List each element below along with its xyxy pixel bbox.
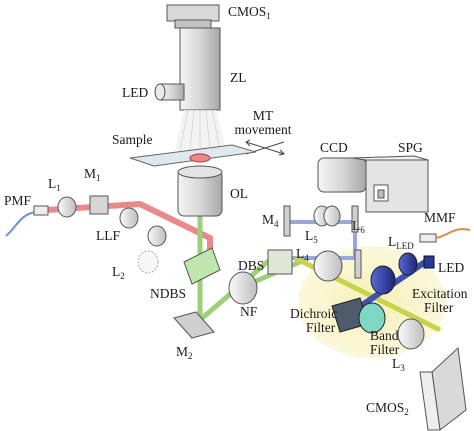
lens-l1 (57, 196, 77, 218)
lens-l2-removable (137, 250, 159, 274)
cmos1-label: CMOS1 (228, 4, 271, 21)
beamsplitter-ndbs (183, 247, 221, 285)
l2-label: L2 (112, 264, 125, 281)
illumination-cone (175, 110, 226, 150)
llf-label: LLF (96, 228, 120, 243)
sample-spot (189, 153, 211, 163)
ndbs-label: NDBS (150, 286, 186, 301)
excitation-filter (370, 265, 396, 295)
excitation-filter-label-1: Excitation (412, 286, 468, 301)
band-filter-label-1: Band (370, 328, 399, 343)
lled-label: LLED (388, 234, 414, 251)
led-top-lens (154, 83, 166, 101)
cmos1-camera-body (174, 19, 212, 29)
laser-line-filter-llf (119, 207, 139, 229)
lens-lled (398, 252, 418, 276)
band-filter-label-2: Filter (370, 342, 400, 357)
l6-label: L6 (352, 218, 365, 235)
mirror-m4 (283, 205, 291, 237)
lens-l6-holder (351, 205, 359, 233)
dichroic-filter-label-1: Dichroic (290, 306, 337, 321)
band-filter (358, 302, 386, 334)
spg-label: SPG (398, 140, 423, 155)
objective-lens-top (177, 165, 223, 179)
lens-l1b (147, 225, 167, 247)
pmf-label: PMF (4, 193, 32, 208)
lens-l3 (397, 318, 425, 350)
mmf-connector (419, 233, 437, 243)
cmos2-camera-face (419, 371, 441, 431)
mirror-m2 (173, 311, 215, 339)
mirror-m1 (89, 195, 109, 215)
excitation-filter-label-2: Filter (424, 300, 454, 315)
lens-l4 (313, 250, 343, 282)
zoom-lens-zl (179, 27, 221, 111)
m4-label: M4 (262, 212, 279, 229)
mmf-fiber (435, 228, 471, 239)
l1-label: L1 (48, 176, 61, 193)
dichroic-filter-label-2: Filter (306, 320, 336, 335)
sample-label: Sample (112, 132, 153, 147)
l3-label: L3 (392, 356, 405, 373)
cmos1-camera (166, 4, 220, 22)
l4-label: L4 (296, 246, 309, 263)
notch-filter-nf (228, 271, 258, 305)
spectrograph-slit-inner (377, 189, 385, 199)
led-right-label: LED (438, 260, 464, 275)
l5-label: L5 (305, 228, 318, 245)
dbs-label: DBS (238, 258, 264, 273)
mt-label: MT (253, 108, 274, 123)
m1-label: M1 (84, 166, 101, 183)
ccd-label: CCD (320, 140, 348, 155)
ccd-camera (317, 157, 367, 193)
spectrograph-top (351, 155, 429, 161)
led-right-source (423, 255, 435, 269)
pmf-fiber (5, 211, 37, 237)
cmos2-label: CMOS2 (366, 400, 409, 417)
dichroic-beamsplitter-dbs (267, 249, 293, 275)
pmf-connector (33, 205, 49, 216)
zl-label: ZL (230, 70, 247, 85)
movement-label: movement (235, 122, 292, 137)
mmf-label: MMF (424, 210, 456, 225)
ol-label: OL (230, 186, 248, 201)
mirror-l4-side (354, 249, 362, 279)
illumination-lines (179, 109, 221, 151)
m2-label: M2 (176, 344, 193, 361)
led-top-label: LED (122, 85, 148, 100)
nf-label: NF (240, 304, 258, 319)
lens-l5b (323, 205, 341, 227)
